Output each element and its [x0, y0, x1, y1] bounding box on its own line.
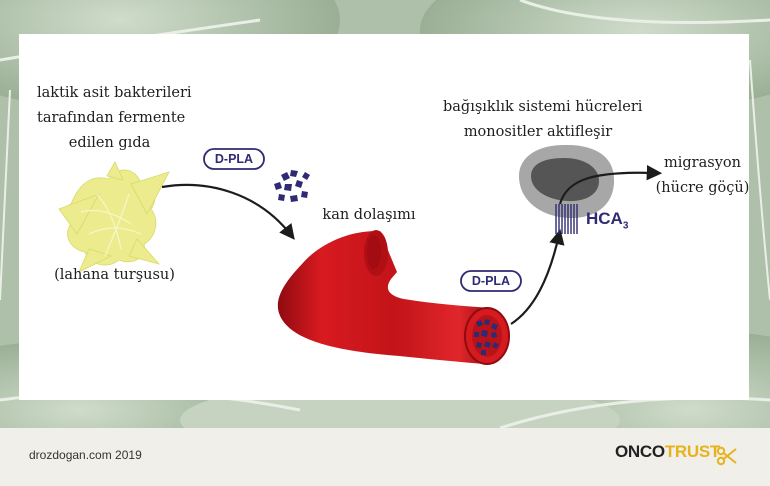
brand-trust: TRUST [664, 442, 720, 461]
immune-label-line2: monositler aktifleşir [463, 124, 613, 140]
hca-text: HCA [586, 209, 623, 228]
brand-onco: ONCO [615, 442, 665, 461]
d-pla-label-1: D-PLA [214, 152, 254, 166]
food-label-line3: edilen gıda [68, 135, 151, 151]
credit-text: drozdogan.com 2019 [29, 448, 142, 462]
arrow-food-to-vessel [161, 183, 295, 240]
immune-label-line1: bağışıklık sistemi hücreleri [443, 99, 643, 115]
arrow-cell-to-migration [558, 165, 663, 205]
d-pla-badge-1 [203, 148, 265, 170]
hca3-receptor [555, 204, 578, 234]
blood-vessel [277, 230, 510, 365]
migration-label: migrasyon [664, 155, 741, 171]
food-label-line2: tarafından fermente [37, 110, 186, 126]
hca3-label: HCA3 [586, 208, 628, 237]
footer-bar: drozdogan.com 2019 ONCOTRUST [0, 428, 770, 486]
sauerkraut-label: (lahana turşusu) [54, 267, 175, 283]
diagram-panel: laktik asit bakterileri tarafından ferme… [19, 34, 749, 400]
hca-subscript: 3 [622, 220, 629, 232]
d-pla-diagram [58, 144, 663, 365]
d-pla-label-2: D-PLA [471, 274, 511, 288]
d-pla-molecules-1 [274, 170, 310, 202]
sauerkraut-illustration [58, 161, 170, 273]
blood-circulation-label: kan dolaşımı [322, 207, 416, 223]
food-label-line1: laktik asit bakterileri [37, 85, 192, 101]
d-pla-molecules-in-vessel [474, 319, 499, 355]
monocyte-cell [519, 144, 615, 219]
arrow-vessel-to-receptor [510, 228, 565, 325]
migration-sub-label: (hücre göçü) [655, 180, 750, 196]
d-pla-badge-2 [460, 270, 522, 292]
brand-logo: ONCOTRUST [615, 442, 720, 462]
scissors-icon [716, 446, 737, 466]
